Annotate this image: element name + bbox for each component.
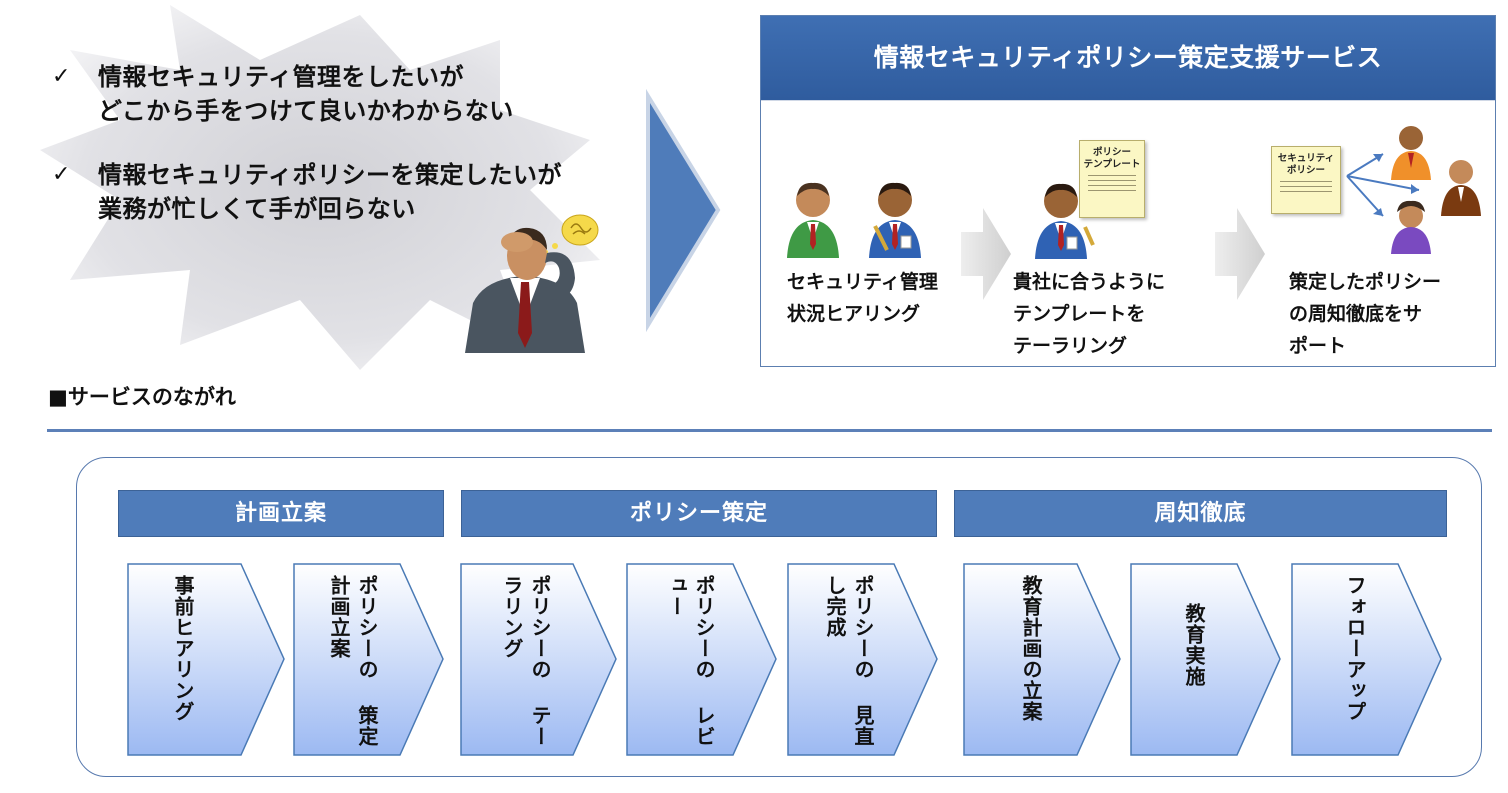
flow-step-3: ポリシーの テーラリング xyxy=(460,563,618,756)
flow-step-1: 事前ヒアリング xyxy=(127,563,286,756)
pain-point-1-line1: 情報セキュリティ管理をしたいが xyxy=(98,63,465,91)
chevron-shape xyxy=(1130,563,1281,756)
phase-planning: 計画立案 xyxy=(118,490,444,537)
big-arrow-icon xyxy=(646,88,721,333)
check-icon: ✓ xyxy=(52,64,71,89)
people-icon xyxy=(787,182,921,258)
flow-step-4: ポリシーの レビュー xyxy=(626,563,778,756)
chevron-shape xyxy=(626,563,777,756)
chevron-shape xyxy=(127,563,285,756)
service-panel: 情報セキュリティポリシー策定支援サービス セキュリティ管理 状況ヒアリング ポリ… xyxy=(760,15,1496,367)
service-step-2-caption: 貴社に合うように テンプレートを テーラリング xyxy=(1013,271,1166,357)
chevron-shape xyxy=(460,563,617,756)
worried-man-illustration xyxy=(465,214,599,353)
service-step-1-caption: セキュリティ管理 状況ヒアリング xyxy=(787,271,938,325)
burst-background xyxy=(40,5,600,370)
flow-step-2: ポリシーの 策定計画立案 xyxy=(293,563,445,756)
flow-step-6: 教育計画の立案 xyxy=(963,563,1122,756)
service-title: 情報セキュリティポリシー策定支援サービス xyxy=(761,16,1495,101)
pain-point-2: ✓ 情報セキュリティポリシーを策定したいが 業務が忙しくて手が回らない xyxy=(52,158,562,226)
flow-container xyxy=(76,457,1482,777)
person-icon xyxy=(1035,183,1095,259)
pain-point-1: ✓ 情報セキュリティ管理をしたいが どこから手をつけて良いかわからない xyxy=(52,60,514,128)
flow-step-7: 教育実施 xyxy=(1130,563,1282,756)
flow-step-5: ポリシーの 見直し完成 xyxy=(787,563,939,756)
chevron-shape xyxy=(963,563,1121,756)
policy-template-document-icon: ポリシー テンプレート xyxy=(1079,140,1145,218)
check-icon: ✓ xyxy=(52,162,71,187)
grey-arrow-icon xyxy=(1215,208,1265,300)
section-title: ■サービスのながれ xyxy=(48,385,236,409)
security-policy-document-icon: セキュリティ ポリシー xyxy=(1271,146,1341,214)
pain-point-2-line1: 情報セキュリティポリシーを策定したいが xyxy=(98,161,563,189)
phase-awareness: 周知徹底 xyxy=(954,490,1447,537)
chevron-shape xyxy=(293,563,444,756)
grey-arrow-icon xyxy=(961,208,1011,300)
pain-point-2-line2: 業務が忙しくて手が回らない xyxy=(98,195,416,223)
phase-policy-development: ポリシー策定 xyxy=(461,490,937,537)
pain-point-1-line2: どこから手をつけて良いかわからない xyxy=(98,97,514,125)
flow-step-8: フォローアップ xyxy=(1291,563,1443,756)
section-divider xyxy=(47,429,1492,432)
service-step-3-caption: 策定したポリシー の周知徹底をサ ポート xyxy=(1289,271,1442,357)
chevron-shape xyxy=(787,563,938,756)
chevron-shape xyxy=(1291,563,1442,756)
distribution-people-icon xyxy=(1346,126,1481,254)
